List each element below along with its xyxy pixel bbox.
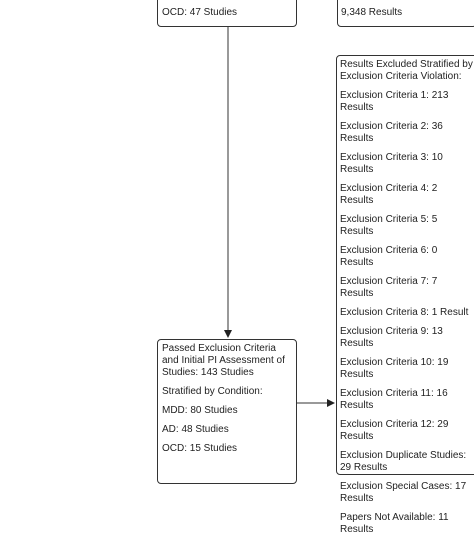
box-passed-studies: Passed Exclusion Criteria and Initial PI…	[157, 339, 297, 484]
passed-subtitle: Stratified by Condition:	[162, 386, 263, 397]
exclusion-item: Exclusion Criteria 2: 36 Results	[340, 121, 443, 144]
condition-item: OCD: 15 Studies	[162, 443, 238, 454]
excluded-title: Results Excluded Stratified by Exclusion…	[340, 59, 473, 82]
box-ocd-studies: OCD: 47 Studies	[157, 0, 297, 27]
exclusion-item: Exclusion Criteria 7: 7 Results	[340, 276, 438, 299]
condition-item: AD: 48 Studies	[162, 424, 229, 435]
exclusion-item: Exclusion Criteria 11: 16 Results	[340, 388, 448, 411]
box-line: 9,348 Results	[341, 7, 403, 18]
exclusion-item: Exclusion Criteria 5: 5 Results	[340, 214, 438, 237]
exclusion-item: Exclusion Criteria 3: 10 Results	[340, 152, 443, 175]
exclusion-item: Exclusion Criteria 12: 29 Results	[340, 419, 449, 442]
passed-title: Passed Exclusion Criteria and Initial PI…	[162, 343, 285, 378]
exclusion-item: Exclusion Criteria 1: 213 Results	[340, 90, 449, 113]
exclusion-item: Exclusion Duplicate Studies: 29 Results	[340, 450, 467, 473]
exclusion-item: Papers Not Available: 11 Results	[340, 512, 449, 535]
exclusion-item: Exclusion Special Cases: 17 Results	[340, 481, 467, 504]
condition-item: MDD: 80 Studies	[162, 405, 238, 416]
exclusion-item: Exclusion Criteria 8: 1 Result	[340, 307, 469, 318]
box-total-results: 9,348 Results	[337, 0, 474, 27]
flow-connectors	[224, 27, 335, 407]
exclusion-item: Exclusion Criteria 6: 0 Results	[340, 245, 438, 268]
box-line: OCD: 47 Studies	[162, 7, 238, 18]
box-excluded-results: Results Excluded Stratified by Exclusion…	[336, 55, 474, 535]
exclusion-item: Exclusion Criteria 10: 19 Results	[340, 357, 449, 380]
exclusion-item: Exclusion Criteria 4: 2 Results	[340, 183, 438, 206]
exclusion-item: Exclusion Criteria 9: 13 Results	[340, 326, 443, 349]
